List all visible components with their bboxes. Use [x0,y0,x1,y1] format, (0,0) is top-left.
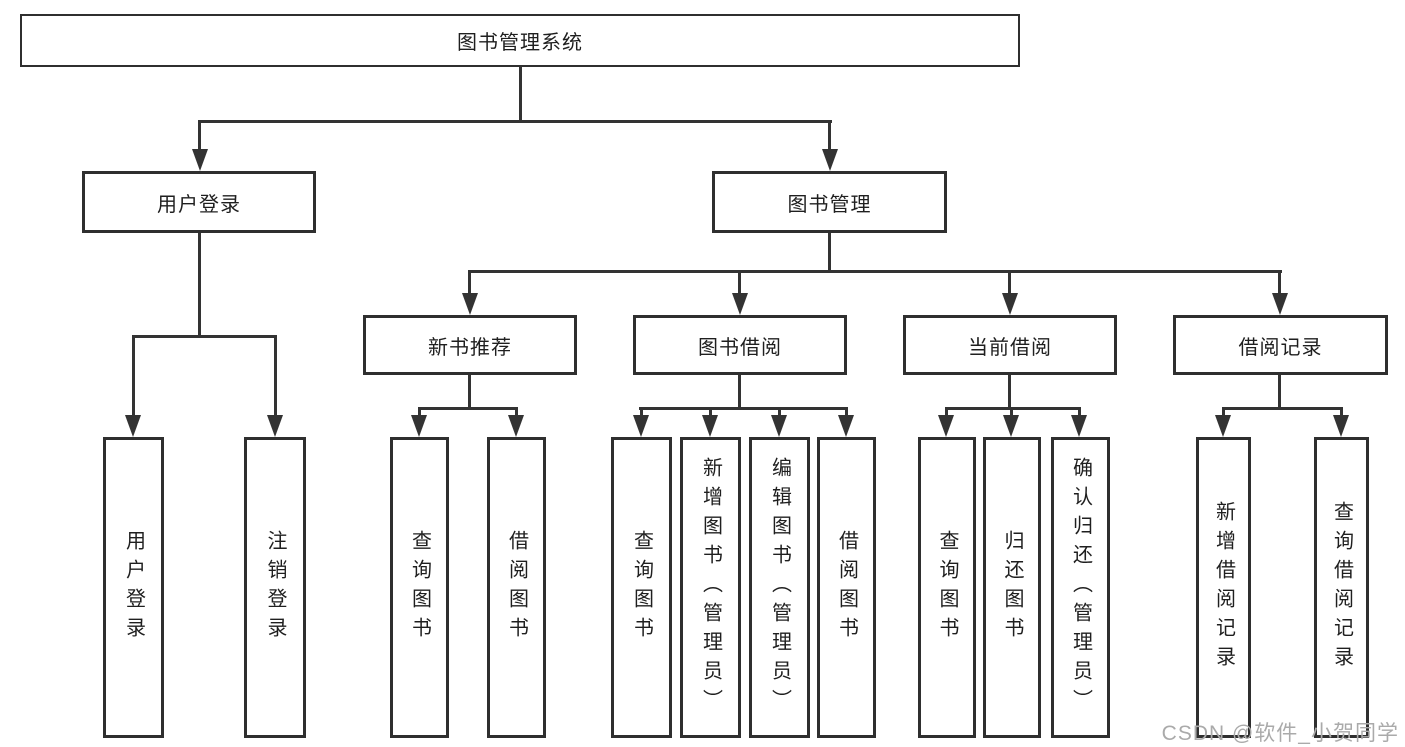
leaf-user-login: 用户登录 [103,437,164,738]
connector-records-bar [1222,407,1342,410]
connector-drop-borrow-1 [640,407,643,419]
leaf-add-books-admin: 新增图书（管理员） [680,437,741,738]
node-current-borrow: 当前借阅 [903,315,1117,375]
connector-mgmt-stem [828,232,831,272]
connector-drop-recommend [468,270,471,296]
arrowhead-login-1 [125,415,141,437]
arrowhead-login-2 [267,415,283,437]
connector-drop-current-2 [1010,407,1013,419]
node-book-borrow: 图书借阅 [633,315,847,375]
leaf-user-login-label: 用户登录 [122,529,145,646]
node-new-book-recommend: 新书推荐 [363,315,577,375]
arrowhead-current-1 [938,415,954,437]
node-user-login-label: 用户登录 [157,193,241,216]
arrowhead-current-3 [1071,415,1087,437]
leaf-borrow-borrow-books-label: 借阅图书 [835,529,858,646]
arrowhead-borrow-2 [702,415,718,437]
leaf-recommend-borrow-books: 借阅图书 [487,437,546,738]
connector-drop-user-login [198,120,201,150]
node-new-book-recommend-label: 新书推荐 [428,336,512,359]
arrowhead-records-2 [1333,415,1349,437]
arrowhead-recommend-2 [508,415,524,437]
leaf-return-books: 归还图书 [983,437,1041,738]
leaf-current-query-books: 查询图书 [918,437,976,738]
arrowhead-recommend-1 [411,415,427,437]
connector-drop-records-1 [1222,407,1225,419]
connector-drop-login-2 [274,335,277,417]
arrowhead-current [1002,293,1018,315]
leaf-borrow-query-books: 查询图书 [611,437,672,738]
arrowhead-borrow-1 [633,415,649,437]
connector-recommend-stem [468,374,471,408]
connector-drop-current [1008,270,1011,296]
arrowhead-recommend [462,293,478,315]
connector-root-bar [198,120,832,123]
connector-root-stem [519,65,522,121]
arrowhead-current-2 [1003,415,1019,437]
connector-drop-book-mgmt [828,120,831,150]
connector-drop-borrow [738,270,741,296]
connector-drop-borrow-3 [778,407,781,419]
leaf-logout-label: 注销登录 [264,529,286,646]
leaf-edit-books-admin: 编辑图书（管理员） [749,437,810,738]
arrowhead-borrow [732,293,748,315]
leaf-current-query-books-label: 查询图书 [936,529,958,646]
connector-drop-borrow-2 [709,407,712,419]
leaf-confirm-return-admin-label: 确认归还（管理员） [1069,457,1092,718]
connector-recommend-bar [418,407,518,410]
connector-login-bar [132,335,277,338]
node-current-borrow-label: 当前借阅 [968,336,1052,359]
connector-drop-login-1 [132,335,135,417]
arrowhead-book-mgmt [822,149,838,171]
connector-borrow-bar [639,407,847,410]
connector-drop-current-1 [945,407,948,419]
connector-login-stem [198,232,201,336]
leaf-confirm-return-admin: 确认归还（管理员） [1051,437,1110,738]
connector-current-stem [1008,374,1011,408]
connector-records-stem [1278,374,1281,408]
arrowhead-records [1272,293,1288,315]
arrowhead-records-1 [1215,415,1231,437]
leaf-add-borrow-record-label: 新增借阅记录 [1212,500,1235,675]
node-user-login: 用户登录 [82,171,316,233]
leaf-logout: 注销登录 [244,437,306,738]
node-borrow-records: 借阅记录 [1173,315,1388,375]
leaf-recommend-query-books-label: 查询图书 [408,529,431,646]
connector-current-bar [945,407,1081,410]
arrowhead-borrow-3 [771,415,787,437]
connector-drop-borrow-4 [845,407,848,419]
connector-mgmt-bar [468,270,1282,273]
connector-borrow-stem [738,374,741,408]
connector-drop-records-2 [1340,407,1343,419]
node-book-borrow-label: 图书借阅 [698,336,782,359]
leaf-add-books-admin-label: 新增图书（管理员） [699,457,722,718]
node-borrow-records-label: 借阅记录 [1238,336,1323,359]
arrowhead-user-login [192,149,208,171]
connector-drop-recommend-2 [515,407,518,419]
leaf-borrow-borrow-books: 借阅图书 [817,437,876,738]
leaf-borrow-query-books-label: 查询图书 [630,529,653,646]
leaf-edit-books-admin-label: 编辑图书（管理员） [768,457,791,718]
leaf-recommend-query-books: 查询图书 [390,437,449,738]
connector-drop-recommend-1 [418,407,421,419]
leaf-recommend-borrow-books-label: 借阅图书 [505,529,528,646]
node-book-mgmt: 图书管理 [712,171,947,233]
node-book-mgmt-label: 图书管理 [787,193,872,216]
arrowhead-borrow-4 [838,415,854,437]
leaf-return-books-label: 归还图书 [1001,529,1023,646]
csdn-watermark: CSDN @软件_小贺同学 [1161,722,1399,745]
node-root: 图书管理系统 [20,14,1020,67]
leaf-add-borrow-record: 新增借阅记录 [1196,437,1251,738]
node-root-label: 图书管理系统 [457,32,583,54]
leaf-query-borrow-record: 查询借阅记录 [1314,437,1369,738]
leaf-query-borrow-record-label: 查询借阅记录 [1330,500,1353,675]
connector-drop-current-3 [1078,407,1081,419]
connector-drop-records [1278,270,1281,296]
